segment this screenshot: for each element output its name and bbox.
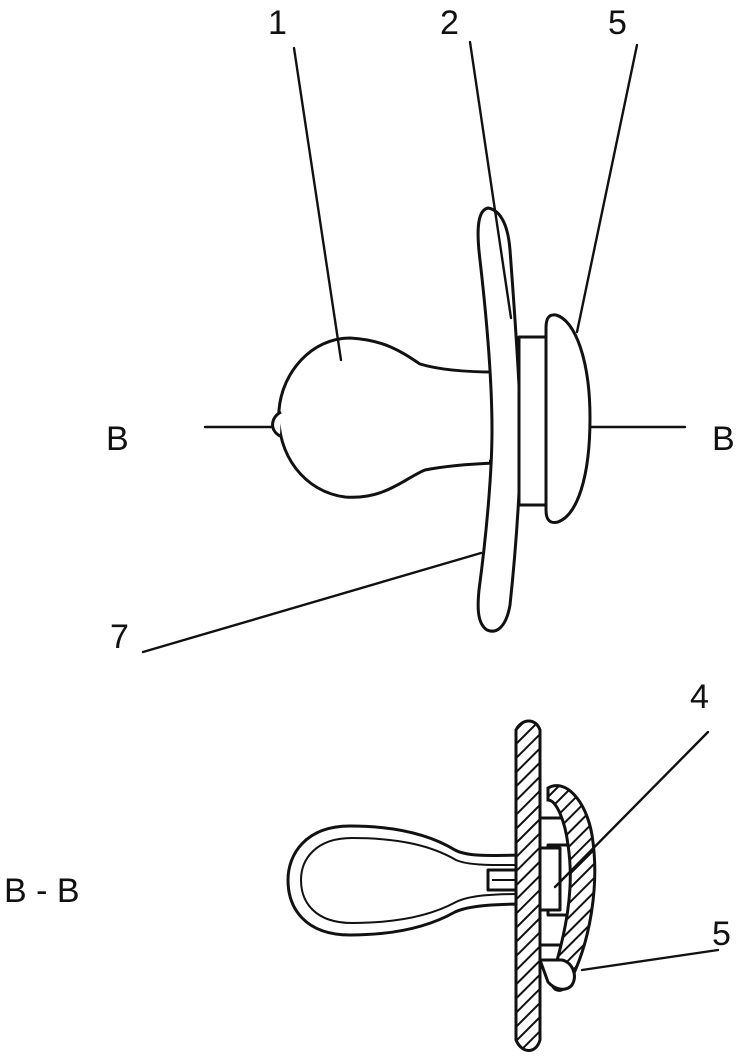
leader-5-section bbox=[580, 948, 720, 972]
section-view bbox=[286, 719, 720, 1052]
leader-2 bbox=[468, 40, 513, 320]
label-part-5-top: 5 bbox=[608, 4, 627, 42]
side-view bbox=[141, 40, 687, 654]
section-clamp-inner bbox=[538, 846, 562, 912]
label-part-5-section: 5 bbox=[712, 915, 731, 953]
leader-5-top bbox=[575, 43, 639, 334]
section-knob-foot bbox=[538, 958, 576, 991]
nipple-tip bbox=[271, 410, 282, 438]
leader-7 bbox=[141, 551, 483, 654]
label-part-7: 7 bbox=[110, 618, 129, 656]
label-section-title: B - B bbox=[4, 872, 80, 910]
knob-cap bbox=[544, 313, 592, 524]
section-shield bbox=[514, 719, 542, 1052]
leader-1 bbox=[292, 46, 343, 362]
nipple-bulb bbox=[277, 336, 497, 499]
label-part-4: 4 bbox=[690, 678, 709, 716]
label-part-2: 2 bbox=[440, 4, 459, 42]
leader-4 bbox=[553, 730, 710, 889]
label-part-1: 1 bbox=[268, 4, 287, 42]
label-section-right: B bbox=[712, 420, 735, 458]
label-section-left: B bbox=[106, 420, 129, 458]
section-nipple-inner bbox=[299, 836, 521, 925]
section-nipple-outer bbox=[286, 824, 529, 937]
